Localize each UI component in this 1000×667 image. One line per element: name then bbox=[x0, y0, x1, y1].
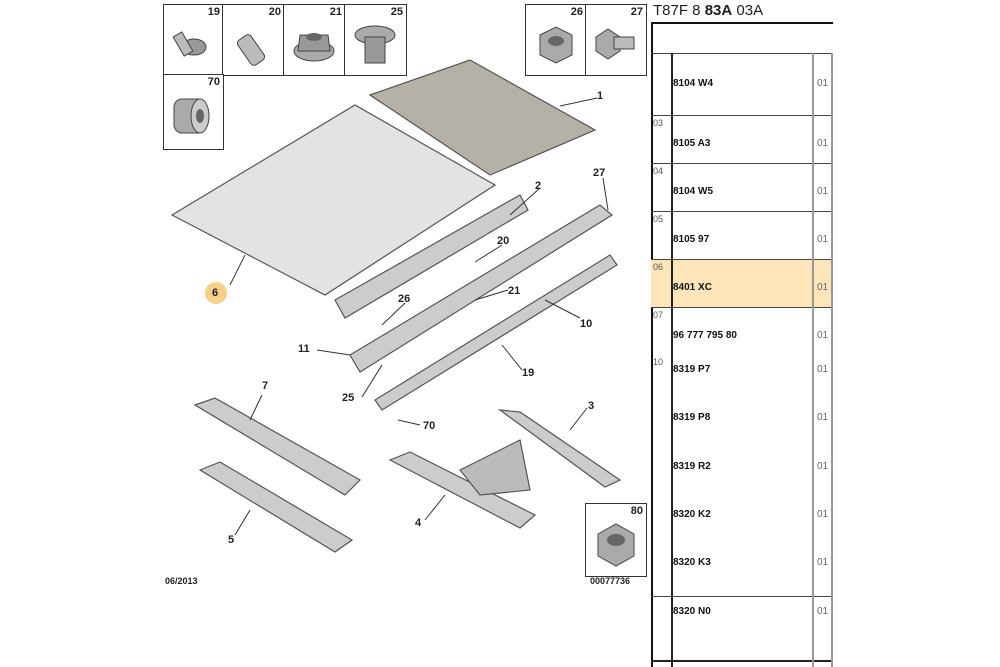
quantity: 01 bbox=[817, 138, 829, 149]
label-part-10[interactable]: 10 bbox=[580, 318, 593, 330]
table-row[interactable]: 8320 N0 01 bbox=[651, 596, 833, 661]
part-reference: 8320 K2 bbox=[673, 509, 711, 520]
label-part-7[interactable]: 7 bbox=[262, 380, 269, 392]
quantity: 01 bbox=[817, 509, 829, 520]
part-reference: 8105 97 bbox=[673, 234, 710, 245]
table-row[interactable]: 04 8104 W5 01 bbox=[651, 163, 833, 212]
part-reference: 8105 A3 bbox=[673, 138, 711, 149]
label-part-11[interactable]: 11 bbox=[298, 343, 310, 355]
part-7-crossmember bbox=[193, 397, 361, 496]
rivet-nut-icon bbox=[173, 98, 210, 134]
quantity: 01 bbox=[817, 412, 829, 423]
table-row[interactable]: 8104 W4 01 bbox=[651, 53, 833, 116]
flange-nut-icon bbox=[293, 33, 335, 62]
callout-70[interactable]: 70 bbox=[163, 74, 224, 150]
part-reference: 8319 P7 bbox=[673, 364, 711, 375]
row-index: 05 bbox=[653, 214, 664, 224]
label-part-20[interactable]: 20 bbox=[497, 235, 510, 247]
label-part-19[interactable]: 19 bbox=[522, 367, 535, 379]
part-3-bracket bbox=[497, 409, 622, 488]
parts-table: T87F 8 83A 03A 8104 W4 01 03 8105 A3 01 04 810… bbox=[651, 0, 833, 667]
label-part-21[interactable]: 21 bbox=[508, 285, 521, 297]
quantity: 01 bbox=[817, 330, 829, 341]
part-reference: 8401 XC bbox=[673, 282, 712, 293]
callout-80[interactable]: 80 bbox=[585, 503, 647, 577]
clip-icon bbox=[354, 25, 396, 64]
table-row[interactable]: 07 96 777 795 80 01 bbox=[651, 307, 833, 356]
row-index: 04 bbox=[653, 166, 664, 176]
row-index: 07 bbox=[653, 310, 664, 320]
table-header: T87F 8 83A 03A bbox=[653, 2, 764, 19]
quantity: 01 bbox=[817, 606, 829, 617]
label-part-26[interactable]: 26 bbox=[398, 293, 411, 305]
highlight-marker bbox=[205, 282, 227, 304]
row-index: 06 bbox=[653, 262, 664, 272]
part-reference: 8320 N0 bbox=[673, 606, 711, 617]
part-11-side-rail bbox=[349, 204, 614, 373]
table-row[interactable]: 05 8105 97 01 bbox=[651, 211, 833, 260]
label-part-6[interactable]: 6 bbox=[212, 287, 219, 299]
quantity: 01 bbox=[817, 461, 829, 472]
screw-bolt-icon bbox=[172, 31, 207, 57]
row-index: 03 bbox=[653, 118, 664, 128]
diagram-reference: 00077736 bbox=[590, 576, 631, 586]
part-reference: 8319 P8 bbox=[673, 412, 711, 423]
part-reference: 8320 K3 bbox=[673, 557, 711, 568]
label-part-2[interactable]: 2 bbox=[535, 180, 542, 192]
part-4-bracket bbox=[459, 439, 531, 496]
label-part-25[interactable]: 25 bbox=[342, 392, 355, 404]
roof-parts-drawing bbox=[170, 59, 622, 553]
part-reference: 96 777 795 80 bbox=[673, 330, 737, 341]
table-row[interactable]: 8319 R2 01 bbox=[651, 452, 833, 500]
hex-nut-icon bbox=[597, 523, 635, 567]
quantity: 01 bbox=[817, 186, 829, 197]
stud-bolt-icon bbox=[595, 28, 635, 60]
table-row[interactable]: 06 8401 XC 01 bbox=[651, 259, 833, 308]
callout-27[interactable]: 27 bbox=[585, 4, 647, 76]
label-part-3[interactable]: 3 bbox=[588, 400, 595, 412]
label-part-4[interactable]: 4 bbox=[415, 517, 422, 529]
part-reference: 8104 W5 bbox=[673, 186, 714, 197]
part-10-rail bbox=[374, 254, 618, 411]
quantity: 01 bbox=[817, 234, 829, 245]
part-5-crossmember bbox=[198, 461, 354, 553]
callout-26[interactable]: 26 bbox=[525, 4, 587, 76]
diagram-date: 06/2013 bbox=[165, 576, 198, 586]
callout-21[interactable]: 21 bbox=[283, 4, 346, 76]
table-row[interactable]: 8320 K3 01 bbox=[651, 548, 833, 596]
hex-nut-icon bbox=[539, 26, 573, 64]
stud-icon bbox=[236, 34, 266, 66]
part-4-crossmember bbox=[388, 451, 537, 529]
table-row[interactable]: 8319 P8 01 bbox=[651, 403, 833, 452]
label-part-1[interactable]: 1 bbox=[597, 90, 604, 102]
table-row[interactable]: 10 8319 P7 01 bbox=[651, 355, 833, 403]
label-part-5[interactable]: 5 bbox=[228, 534, 235, 546]
quantity: 01 bbox=[817, 364, 829, 375]
label-part-27[interactable]: 27 bbox=[593, 167, 606, 179]
row-index: 10 bbox=[653, 357, 664, 367]
part-1-roof-panel bbox=[368, 59, 597, 176]
table-row[interactable]: 8320 K2 01 bbox=[651, 500, 833, 548]
part-6-roof-glass bbox=[170, 104, 497, 296]
quantity: 01 bbox=[817, 78, 829, 89]
callout-25[interactable]: 25 bbox=[344, 4, 407, 76]
quantity: 01 bbox=[817, 282, 829, 293]
part-reference: 8104 W4 bbox=[673, 78, 714, 89]
callout-19[interactable]: 19 bbox=[163, 4, 224, 76]
quantity: 01 bbox=[817, 557, 829, 568]
part-reference: 8319 R2 bbox=[673, 461, 711, 472]
part-2-rail bbox=[334, 194, 529, 319]
table-row[interactable]: 03 8105 A3 01 bbox=[651, 115, 833, 164]
callout-20[interactable]: 20 bbox=[222, 4, 285, 76]
label-part-70[interactable]: 70 bbox=[423, 420, 436, 432]
